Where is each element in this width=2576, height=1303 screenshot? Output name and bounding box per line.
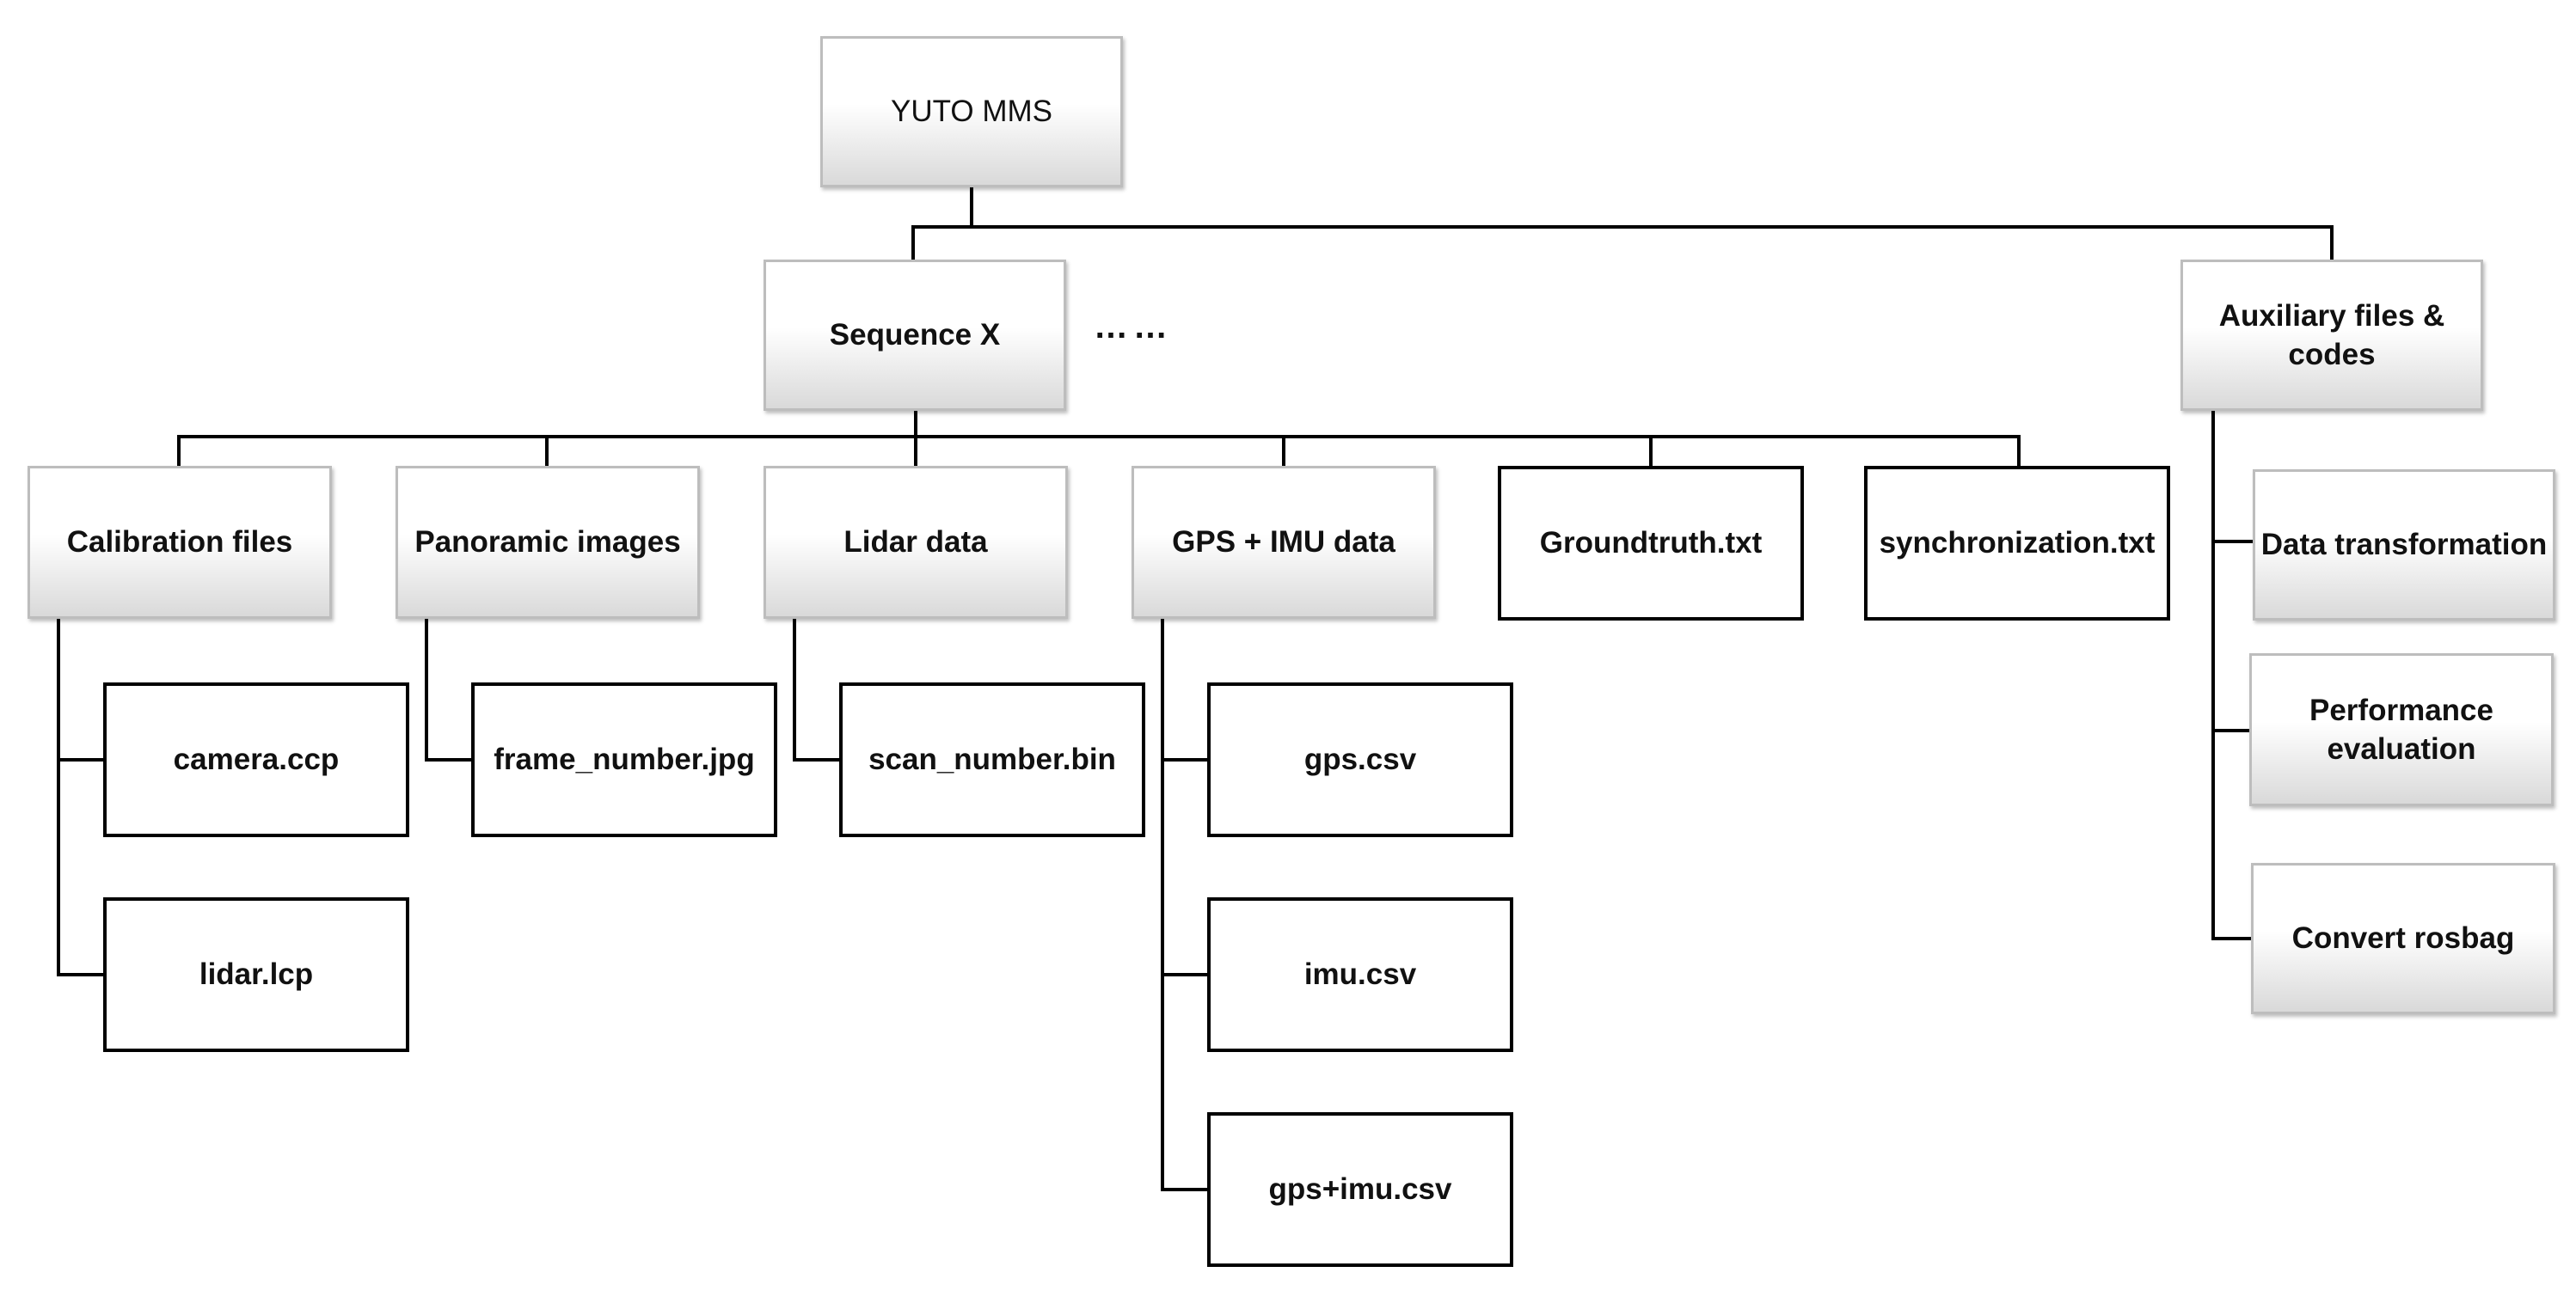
gps-csv-node: gps.csv — [1207, 682, 1513, 837]
groundtruth-node: Groundtruth.txt — [1498, 466, 1804, 621]
performance-evaluation-node: Performance evaluation — [2249, 653, 2554, 806]
panoramic-node: Panoramic images — [396, 466, 700, 619]
imu-csv-node: imu.csv — [1207, 897, 1513, 1052]
sequence-ellipsis: …… — [1094, 308, 1173, 346]
calibration-node: Calibration files — [28, 466, 332, 619]
auxiliary-node: Auxiliary files & codes — [2180, 260, 2483, 411]
data-transformation-node: Data transformation — [2253, 469, 2555, 621]
root-node: YUTO MMS — [820, 36, 1123, 187]
gps-imu-node: GPS + IMU data — [1132, 466, 1436, 619]
sequence-node: Sequence X — [764, 260, 1066, 411]
lidar-node: Lidar data — [764, 466, 1068, 619]
convert-rosbag-node: Convert rosbag — [2251, 863, 2555, 1014]
scan-number-bin-node: scan_number.bin — [839, 682, 1145, 837]
lidar-lcp-node: lidar.lcp — [103, 897, 409, 1052]
synchronization-node: synchronization.txt — [1864, 466, 2170, 621]
gps-imu-csv-node: gps+imu.csv — [1207, 1112, 1513, 1267]
camera-ccp-node: camera.ccp — [103, 682, 409, 837]
frame-number-jpg-node: frame_number.jpg — [471, 682, 777, 837]
